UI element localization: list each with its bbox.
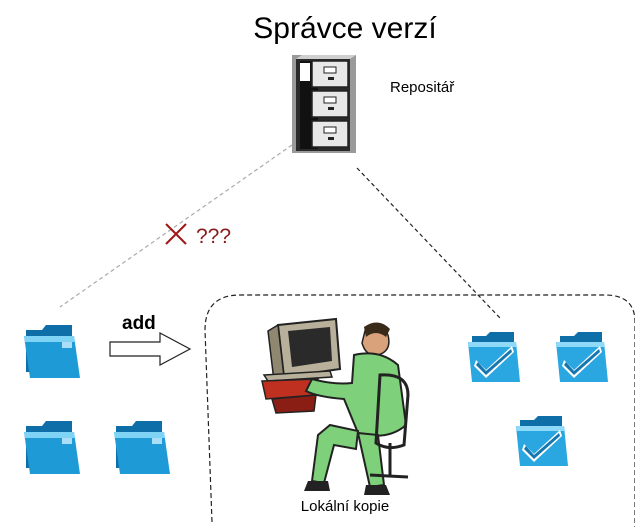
cross-icon: [165, 223, 187, 245]
folder-check-icon: [516, 416, 568, 466]
line-repository-to-new-files: [59, 144, 293, 308]
local-copy-boundary: [204, 294, 635, 527]
filing-cabinet-icon: [292, 55, 356, 153]
folder-icon: [24, 325, 80, 378]
computer-user-icon: [261, 317, 410, 495]
local-copy-label: Lokální kopie: [301, 498, 389, 515]
arrow-right-icon: [109, 332, 192, 366]
repository-label: Repositář: [390, 79, 455, 96]
folder-icon: [24, 421, 80, 474]
folder-check-icon: [468, 332, 520, 382]
unknown-label: ???: [196, 225, 231, 248]
folder-check-icon: [556, 332, 608, 382]
folder-icon: [114, 421, 170, 474]
add-label: add: [122, 313, 156, 334]
diagram-title: Správce verzí: [253, 12, 437, 45]
